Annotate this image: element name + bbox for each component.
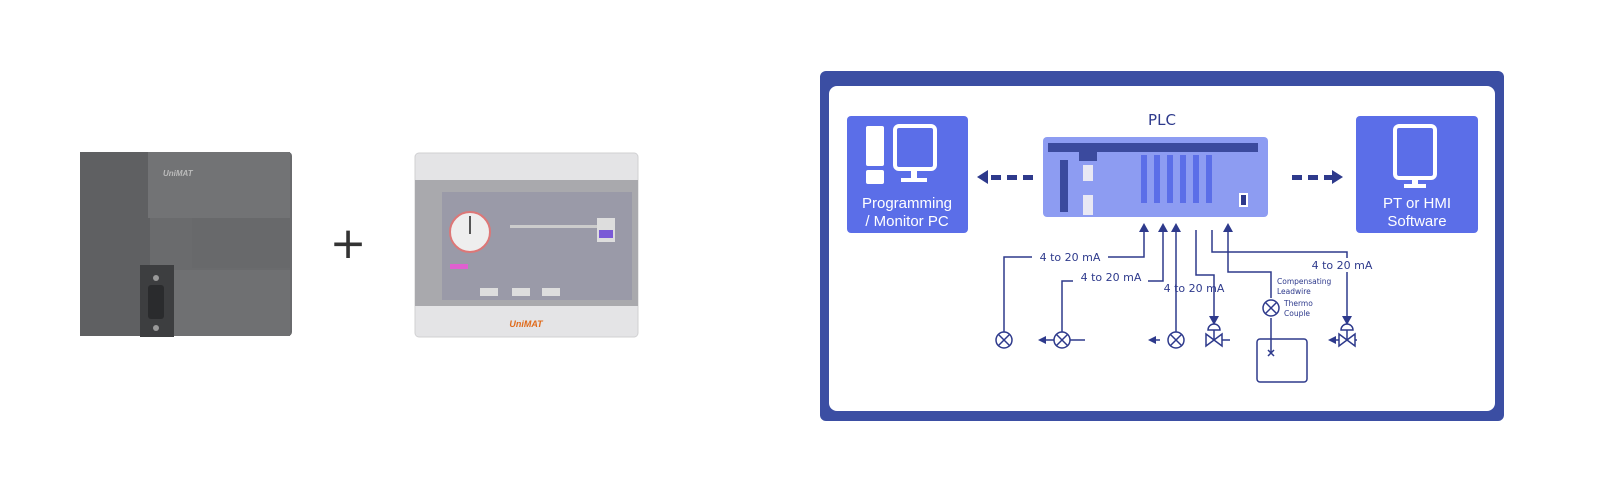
valve-symbols (1205, 323, 1356, 348)
compensating-line2: Leadwire (1277, 287, 1311, 296)
arrow-to-hmi (1292, 170, 1343, 184)
signal-label-4: 4 to 20 mA (1312, 259, 1373, 272)
thermo-line1: Thermo (1283, 299, 1313, 308)
plc-brand-logo: UniMAT (163, 169, 194, 178)
right-box-line1: PT or HMI (1383, 195, 1451, 212)
plc-label: PLC (1148, 111, 1176, 129)
sensor-symbols (995, 299, 1280, 357)
thermo-line2: Couple (1284, 309, 1310, 318)
plus-sign: + (330, 218, 367, 269)
left-box-line2: / Monitor PC (865, 213, 949, 230)
signal-label-3: 4 to 20 mA (1164, 282, 1225, 295)
signal-wiring (1003, 230, 1357, 383)
signal-label-1: 4 to 20 mA (1040, 251, 1101, 264)
plc-rack (1043, 137, 1268, 217)
signal-label-2: 4 to 20 mA (1081, 271, 1142, 284)
compensating-line1: Compensating (1277, 277, 1332, 286)
programming-pc-box: Programming / Monitor PC (847, 116, 968, 233)
desktop-computer-icon (866, 124, 937, 184)
hmi-brand-logo: UniMAT (509, 319, 544, 329)
pt-hmi-software-box: PT or HMI Software (1356, 116, 1478, 233)
right-box-line2: Software (1387, 213, 1446, 230)
arrowheads (1038, 223, 1352, 344)
arrow-to-pc (977, 170, 1033, 184)
hmi-panel-image: UniMAT (414, 152, 639, 338)
monitor-icon (1393, 124, 1437, 188)
left-box-line1: Programming (862, 195, 952, 212)
plc-device-image: UniMAT (80, 152, 292, 337)
